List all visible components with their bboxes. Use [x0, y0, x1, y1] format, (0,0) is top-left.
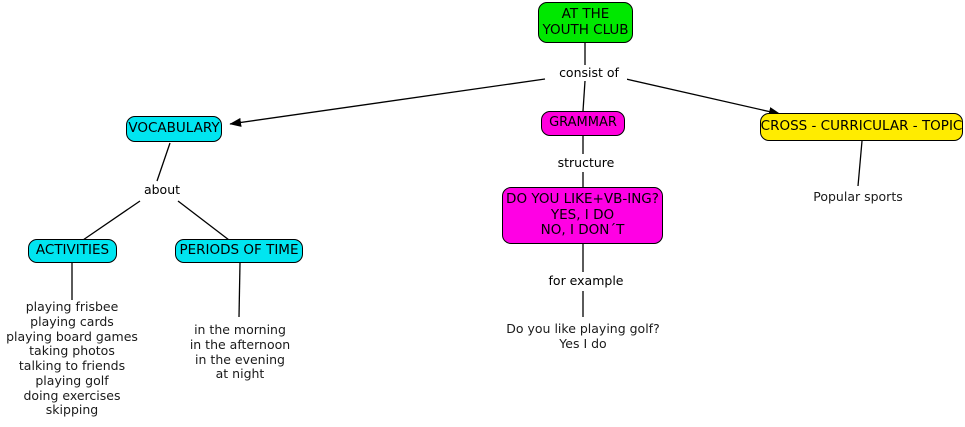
node-grammar-label: GRAMMAR: [549, 115, 617, 131]
edge-about-to-periods: [177, 200, 230, 241]
node-grammar-structure-line-3: NO, I DON´T: [540, 222, 625, 239]
node-vocabulary[interactable]: VOCABULARY: [126, 116, 222, 142]
leaf-activities-item: playing golf: [35, 372, 109, 388]
leaf-activities-item: talking to friends: [18, 358, 126, 373]
node-root-line-2: YOUTH CLUB: [542, 21, 629, 38]
leaf-grammar-example-line: Do you like playing golf?: [506, 321, 660, 336]
node-periods-of-time-label: PERIODS OF TIME: [179, 242, 299, 259]
leaf-activities-item: playing frisbee: [25, 299, 119, 314]
edge-periods-to-list: [238, 262, 241, 318]
edge-consistof-to-cross-curricular: [625, 78, 781, 116]
node-grammar-structure-line-1: DO YOU LIKE+VB-ING?: [506, 191, 659, 208]
node-activities-label: ACTIVITIES: [35, 242, 110, 259]
leaf-grammar-example-line: Yes I do: [559, 335, 607, 351]
node-activities[interactable]: ACTIVITIES: [28, 239, 117, 263]
leaf-periods-item: at night: [215, 366, 265, 382]
leaf-activities-item: playing board games: [6, 328, 138, 344]
leaf-cross-curricular-line: Popular sports: [813, 189, 903, 204]
leaf-activities-item: doing exercises: [23, 387, 121, 403]
edge-label-structure: structure: [552, 155, 620, 170]
node-root[interactable]: AT THE YOUTH CLUB: [538, 2, 633, 43]
leaf-periods-item: in the afternoon: [189, 336, 291, 352]
node-periods-of-time[interactable]: PERIODS OF TIME: [175, 239, 303, 263]
node-cross-curricular-label: CROSS - CURRICULAR - TOPIC: [760, 118, 963, 135]
edge-cross-curricular-to-leaf: [857, 140, 863, 187]
leaf-periods-item: in the evening: [195, 351, 285, 367]
node-grammar[interactable]: GRAMMAR: [541, 111, 625, 136]
leaf-periods-item: in the morning: [194, 322, 286, 337]
leaf-activities-item: taking photos: [29, 343, 115, 359]
leaf-cross-curricular: Popular sports: [792, 189, 924, 205]
leaf-activities-item: playing cards: [30, 313, 114, 329]
node-grammar-structure[interactable]: DO YOU LIKE+VB-ING? YES, I DO NO, I DON´…: [502, 187, 663, 244]
leaf-periods-list: in the morning in the afternoon in the e…: [178, 322, 302, 382]
leaf-activities-item: skipping: [45, 402, 99, 418]
node-grammar-structure-line-2: YES, I DO: [550, 206, 615, 223]
leaf-grammar-example: Do you like playing golf? Yes I do: [490, 321, 676, 352]
node-vocabulary-label: VOCABULARY: [128, 120, 220, 137]
edge-label-about: about: [138, 182, 186, 197]
edge-label-for-example: for example: [542, 273, 630, 288]
edge-consistof-to-grammar: [582, 80, 586, 112]
edge-vocabulary-to-about: [156, 142, 171, 182]
edge-about-to-activities: [82, 200, 141, 241]
node-cross-curricular[interactable]: CROSS - CURRICULAR - TOPIC: [760, 113, 963, 141]
leaf-activities-list: playing frisbee playing cards playing bo…: [0, 299, 144, 418]
edge-consistof-to-vocabulary: [229, 78, 546, 127]
node-root-line-1: AT THE: [561, 5, 610, 22]
edge-label-consist-of: consist of: [551, 65, 627, 80]
